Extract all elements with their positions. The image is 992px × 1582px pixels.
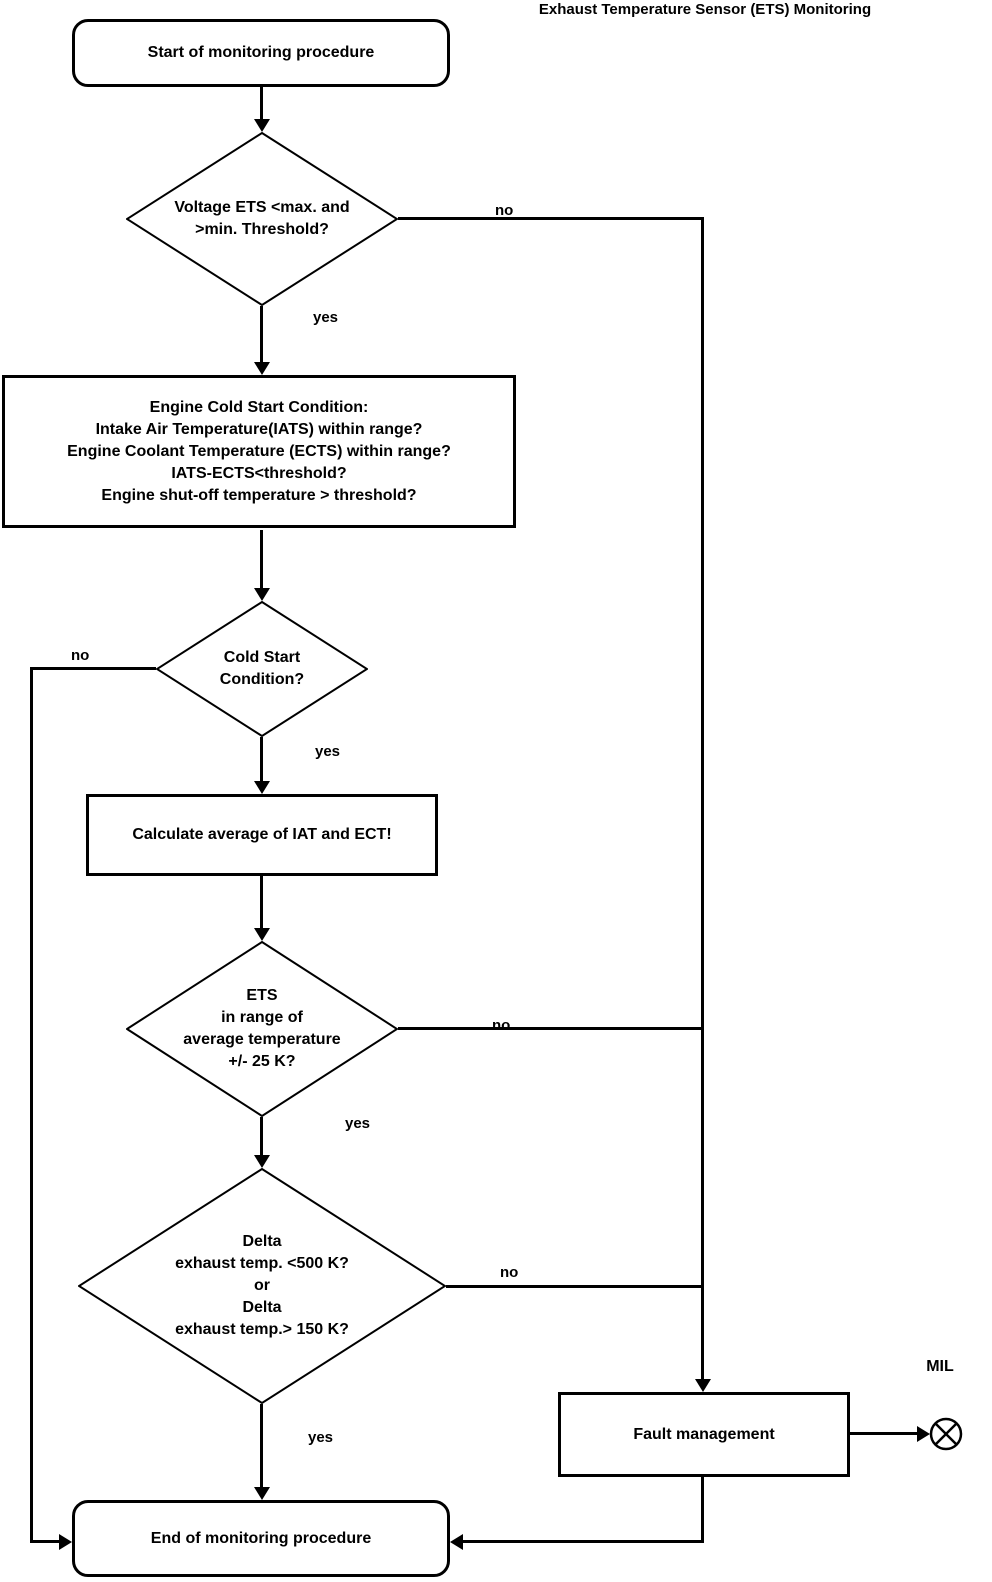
arrowhead-into-delta-decision	[254, 1155, 270, 1168]
calculate-average-node: Calculate average of IAT and ECT!	[86, 794, 438, 876]
arrowhead-into-end-right	[450, 1534, 463, 1550]
ets-range-decision-label: ETS in range of average temperature +/- …	[183, 987, 341, 1070]
delta-decision-node: Delta exhaust temp. <500 K? or Delta exh…	[78, 1168, 446, 1404]
connector-voltage-yes	[260, 306, 263, 363]
connector-fault-to-mil	[850, 1432, 917, 1435]
arrowhead-into-fault-box	[695, 1379, 711, 1392]
arrowhead-into-mil	[917, 1426, 930, 1442]
fault-management-label: Fault management	[633, 1425, 775, 1443]
edge-label-delta-no: no	[500, 1264, 519, 1281]
edge-label-voltage-yes: yes	[313, 309, 339, 326]
connector-coldstart-no-horizontal	[31, 667, 156, 670]
diamond-shape-icon	[78, 1168, 446, 1404]
fault-management-node: Fault management	[558, 1392, 850, 1477]
connector-coldstart-yes	[260, 737, 263, 782]
cold-start-conditions-node: Engine Cold Start Condition: Intake Air …	[2, 375, 516, 528]
connector-delta-yes	[260, 1404, 263, 1488]
cold-start-decision-node: Cold Start Condition?	[156, 601, 368, 737]
ets-range-decision-node: ETS in range of average temperature +/- …	[126, 941, 398, 1117]
arrowhead-into-end-left	[59, 1534, 72, 1550]
connector-left-rail	[30, 667, 33, 1543]
connector-ets-yes	[260, 1117, 263, 1156]
calculate-average-label: Calculate average of IAT and ECT!	[132, 826, 392, 843]
connector-fault-to-end	[463, 1540, 704, 1543]
edge-label-coldstart-yes: yes	[315, 743, 341, 760]
arrowhead-into-ets-decision	[254, 928, 270, 941]
start-node-label: Start of monitoring procedure	[147, 44, 375, 61]
edge-label-delta-yes: yes	[308, 1429, 334, 1446]
diamond-shape-icon	[126, 941, 398, 1117]
connector-conditions-to-coldstart	[260, 530, 263, 589]
edge-label-coldstart-no: no	[71, 647, 90, 664]
voltage-decision-label: Voltage ETS <max. and >min. Threshold?	[174, 199, 350, 238]
end-node-label: End of monitoring procedure	[150, 1529, 372, 1547]
voltage-decision-node: Voltage ETS <max. and >min. Threshold?	[126, 132, 398, 306]
connector-fault-down	[701, 1477, 704, 1543]
mil-label: MIL	[926, 1358, 954, 1375]
arrowhead-into-calc-box	[254, 781, 270, 794]
cold-start-conditions-label: Engine Cold Start Condition: Intake Air …	[67, 398, 451, 504]
connector-right-rail	[701, 217, 704, 1380]
edge-label-ets-yes: yes	[345, 1115, 371, 1132]
edge-label-voltage-no: no	[495, 202, 514, 219]
delta-decision-label: Delta exhaust temp. <500 K? or Delta exh…	[175, 1233, 349, 1338]
connector-voltage-no-horizontal	[398, 217, 704, 220]
arrowhead-into-voltage-decision	[254, 119, 270, 132]
diamond-shape-icon	[156, 601, 368, 737]
page-title: Exhaust Temperature Sensor (ETS) Monitor…	[538, 1, 872, 18]
connector-ets-no-horizontal	[398, 1027, 704, 1030]
start-node: Start of monitoring procedure	[72, 19, 450, 87]
arrowhead-into-conditions-box	[254, 362, 270, 375]
connector-left-rail-to-end	[30, 1540, 60, 1543]
connector-start-to-voltage	[260, 87, 263, 120]
connector-calc-to-ets	[260, 876, 263, 929]
connector-delta-no-horizontal	[446, 1285, 704, 1288]
arrowhead-into-end-top	[254, 1487, 270, 1500]
mil-indicator-icon	[928, 1416, 964, 1452]
edge-label-ets-no: no	[492, 1017, 511, 1034]
end-node: End of monitoring procedure	[72, 1500, 450, 1577]
diamond-shape-icon	[126, 132, 398, 306]
cold-start-decision-label: Cold Start Condition?	[219, 649, 305, 688]
arrowhead-into-coldstart-decision	[254, 588, 270, 601]
